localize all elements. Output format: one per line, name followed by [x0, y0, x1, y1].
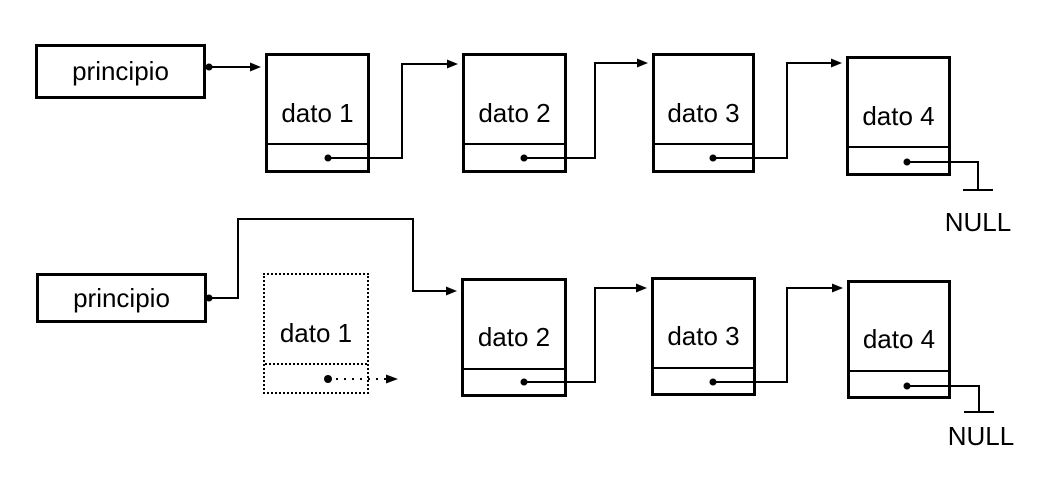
node-data-label: dato 3: [667, 97, 740, 128]
node-dato4-top: dato 4: [846, 56, 951, 176]
node-pointer-cell-divider: [655, 143, 752, 145]
node-data-label: dato 4: [862, 100, 935, 131]
node-pointer-cell-divider: [465, 143, 564, 145]
node-dato2-top: dato 2: [462, 53, 567, 173]
node-pointer-cell-divider: [654, 367, 753, 369]
node-pointer-cell-divider: [464, 368, 564, 370]
node-dato1-top: dato 1: [265, 53, 370, 173]
null-terminator-label-top: NULL: [944, 207, 1012, 237]
node-data-label: dato 1: [281, 97, 354, 128]
node-dato1-bottom-removed: dato 1: [263, 273, 369, 394]
head-pointer-label-bottom: principio: [73, 282, 170, 313]
head-pointer-box-bottom: principio: [36, 273, 207, 323]
head-pointer-box-top: principio: [35, 44, 206, 99]
node-pointer-cell-divider: [850, 370, 948, 372]
node-dato4-bottom: dato 4: [847, 280, 951, 399]
null-terminator-label-bottom: NULL: [947, 421, 1015, 451]
arrow-head-to-dato1-top: [205, 62, 261, 72]
node-dato3-bottom: dato 3: [651, 277, 756, 396]
node-pointer-cell-divider: [265, 363, 367, 365]
node-data-label: dato 4: [862, 324, 936, 354]
node-data-label: dato 3: [667, 321, 740, 351]
node-dato2-bottom: dato 2: [461, 278, 567, 397]
node-data-label: dato 2: [478, 97, 551, 128]
node-data-label: dato 1: [279, 318, 353, 348]
head-pointer-label-top: principio: [72, 56, 169, 86]
node-dato3-top: dato 3: [652, 53, 755, 173]
node-pointer-cell-divider: [849, 146, 948, 148]
node-pointer-cell-divider: [268, 143, 367, 145]
node-data-label: dato 2: [477, 322, 551, 352]
